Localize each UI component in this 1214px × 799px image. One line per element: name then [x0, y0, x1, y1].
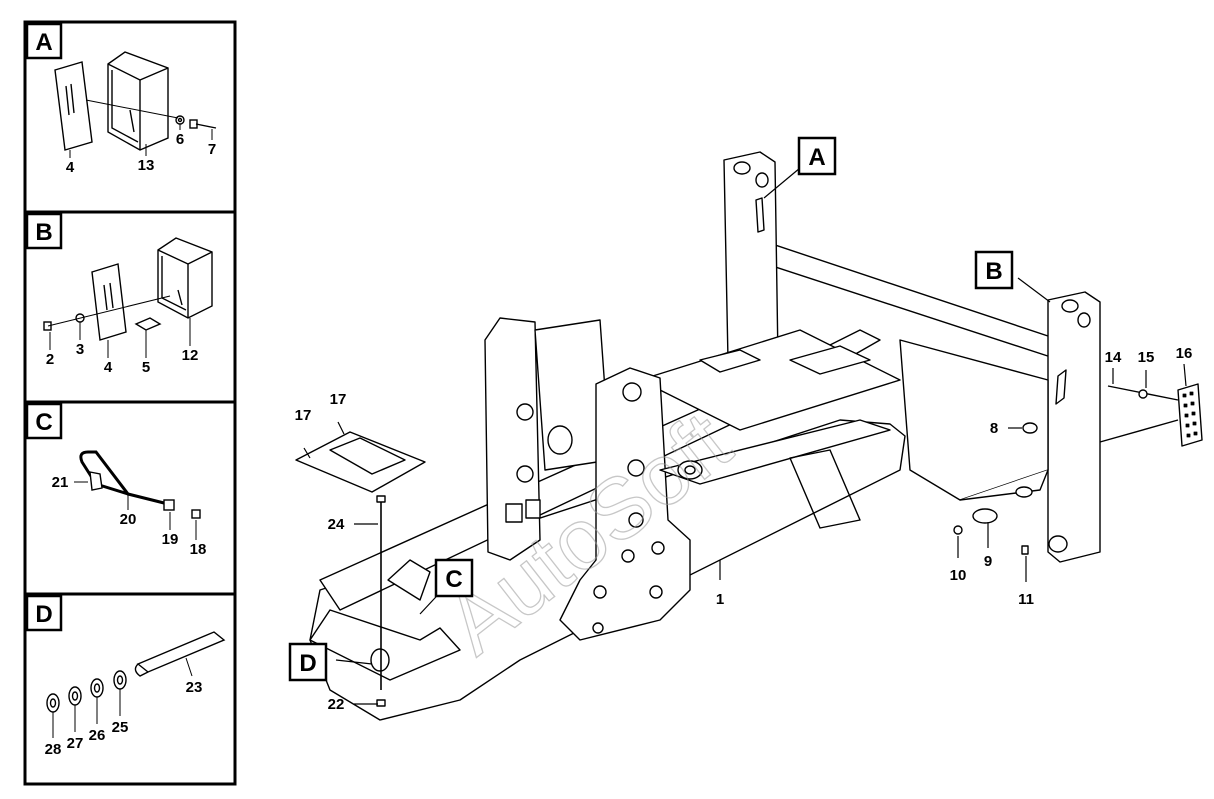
- part-label: 2: [46, 351, 54, 368]
- part-label: 5: [142, 359, 150, 376]
- inset-a-letter: A: [35, 29, 52, 56]
- inset-a-drawing: [54, 51, 217, 158]
- part-label: 24: [328, 516, 345, 533]
- part-label: 13: [138, 157, 155, 174]
- main-callout-boxes: A B C D: [288, 136, 1014, 682]
- part-label: 7: [208, 141, 216, 158]
- part-label: 17: [330, 391, 347, 408]
- part-label: 21: [52, 474, 69, 491]
- part-label: 16: [1176, 345, 1193, 362]
- chassis-frame-drawing: [295, 151, 1203, 721]
- inset-part-numbers: 4 13 6 7 2 3 4 5 12 21 20 19 18 23 28 27…: [45, 131, 217, 758]
- part-label: 4: [66, 159, 75, 176]
- part-label: 19: [162, 531, 179, 548]
- inset-c-drawing: [74, 450, 201, 540]
- part-label: 3: [76, 341, 84, 358]
- main-part-numbers: 1 8 9 10 11 14 15 16 17 17 22 24: [295, 345, 1193, 713]
- part-label: 4: [104, 359, 113, 376]
- part-label: 6: [176, 131, 184, 148]
- main-leader-lines: [303, 167, 1187, 705]
- part-label: 23: [186, 679, 203, 696]
- inset-d-drawing: [46, 631, 226, 738]
- part-label: 12: [182, 347, 199, 364]
- part-label: 27: [67, 735, 84, 752]
- part-label: 25: [112, 719, 129, 736]
- part-label: 1: [716, 591, 724, 608]
- part-label: 22: [328, 696, 345, 713]
- part-label: 26: [89, 727, 106, 744]
- part-label: 8: [990, 420, 998, 437]
- callout-a: A: [808, 144, 825, 171]
- part-label: 10: [950, 567, 967, 584]
- part-label: 15: [1138, 349, 1155, 366]
- callout-d: D: [299, 650, 316, 677]
- callout-b: B: [985, 258, 1002, 285]
- part-label: 9: [984, 553, 992, 570]
- part-label: 28: [45, 741, 62, 758]
- inset-b-drawing: [43, 237, 213, 358]
- part-label: 20: [120, 511, 137, 528]
- inset-b-letter: B: [35, 219, 52, 246]
- inset-d-letter: D: [35, 601, 52, 628]
- inset-letter-boxes: A B C D: [25, 22, 63, 632]
- part-label: 11: [1018, 591, 1034, 608]
- inset-panels: [23, 20, 237, 786]
- inset-c-letter: C: [35, 409, 52, 436]
- callout-c: C: [445, 566, 462, 593]
- part-label: 17: [295, 407, 312, 424]
- part-label: 18: [190, 541, 207, 558]
- part-label: 14: [1105, 349, 1122, 366]
